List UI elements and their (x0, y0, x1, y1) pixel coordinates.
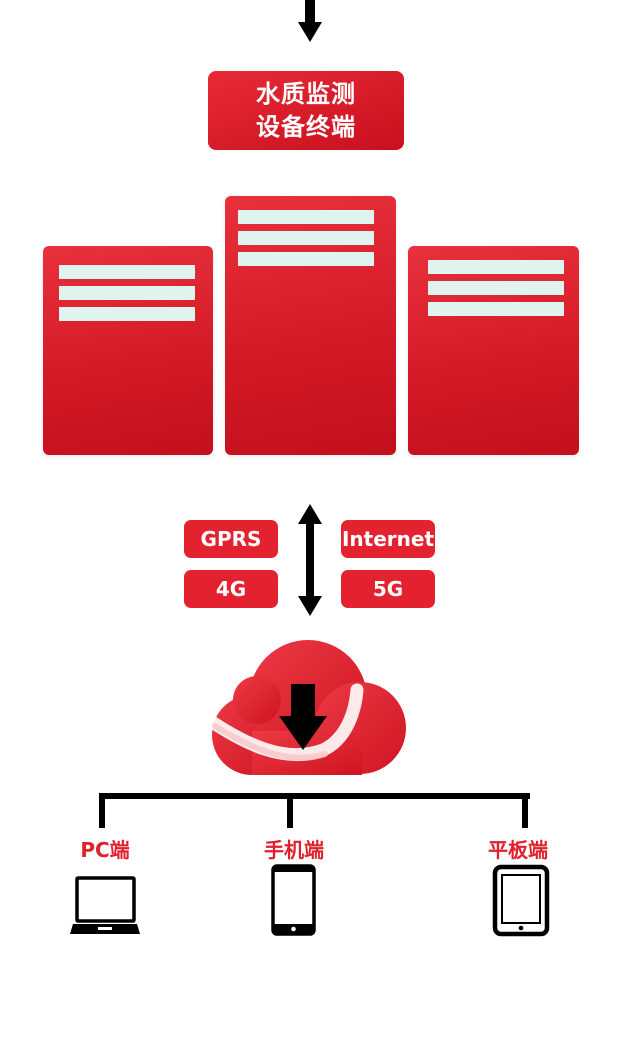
server-slot (428, 260, 564, 274)
network-4g-badge: 4G (184, 570, 278, 608)
server-slot (428, 281, 564, 295)
server-slot (59, 286, 195, 300)
server-slot (238, 252, 374, 266)
terminal-label-line2: 设备终端 (256, 112, 356, 141)
double-arrow-icon (298, 504, 322, 616)
server-right (408, 246, 579, 455)
device-label-phone: 手机端 (264, 838, 324, 862)
device-label-pc: PC端 (80, 838, 130, 862)
terminal-label-line1: 水质监测 (256, 79, 356, 108)
server-slot (59, 265, 195, 279)
distribution-lines (99, 793, 530, 828)
server-left (43, 246, 213, 455)
server-slot (238, 231, 374, 245)
server-slot (238, 210, 374, 224)
top-down-arrow-icon (298, 0, 322, 42)
server-slot (428, 302, 564, 316)
laptop-icon (70, 876, 140, 934)
server-slot (59, 307, 195, 321)
server-center (225, 196, 396, 455)
network-5g-badge: 5G (341, 570, 435, 608)
network-internet-badge: Internet (341, 520, 435, 558)
cloud-icon (205, 640, 406, 775)
water-quality-terminal-label: 水质监测 设备终端 (208, 71, 404, 150)
tablet-icon (492, 864, 550, 937)
network-gprs-badge: GPRS (184, 520, 278, 558)
device-label-tablet: 平板端 (488, 838, 548, 862)
phone-icon (271, 864, 316, 936)
